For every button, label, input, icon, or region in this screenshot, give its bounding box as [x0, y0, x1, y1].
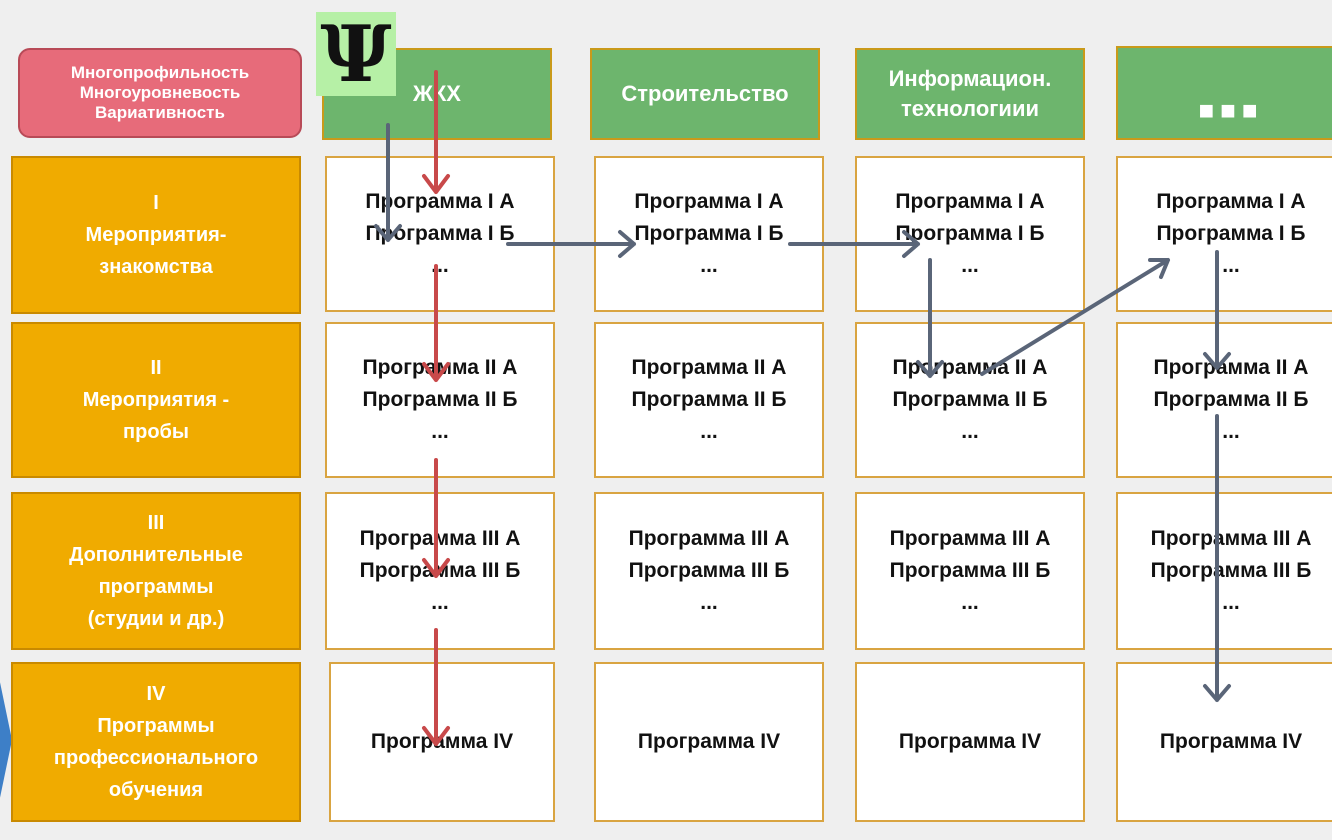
column-header-it: Информацион. технологиии	[855, 48, 1085, 140]
column-header-construction: Строительство	[590, 48, 820, 140]
program-name: Программа I А	[634, 190, 784, 213]
ellipsis: ...	[700, 254, 718, 277]
program-name: Программа III А	[628, 527, 790, 550]
ellipsis: ...	[700, 420, 718, 443]
principles-label: Многопрофильность Многоуровневость Вариа…	[18, 48, 302, 138]
gray-arrow	[506, 230, 636, 258]
program-cell: Программа II А Программа II Б ...	[855, 322, 1085, 478]
program-cell: Программа IV	[594, 662, 824, 822]
gray-arrow	[980, 258, 1170, 376]
red-trajectory	[422, 70, 450, 746]
program-name: Программа I А	[895, 190, 1045, 213]
program-cell: Программа IV	[329, 662, 555, 822]
row-header-text: программы	[98, 576, 214, 598]
program-name: Программа III Б	[1150, 559, 1312, 582]
program-cell: Программа III А Программа III Б ...	[1116, 492, 1332, 650]
ellipsis: ...	[1222, 254, 1240, 277]
row-header-numeral: II	[150, 357, 162, 379]
program-name: Программа I А	[365, 190, 515, 213]
program-cell: Программа I А Программа I Б ...	[855, 156, 1085, 312]
program-name: Программа II Б	[631, 388, 787, 411]
ellipsis: ...	[961, 591, 979, 614]
program-name: Программа IV	[898, 730, 1042, 753]
gray-arrow	[1203, 250, 1231, 370]
program-cell: Программа IV	[855, 662, 1085, 822]
program-name: Программа III Б	[889, 559, 1051, 582]
program-cell: Программа IV	[1116, 662, 1332, 822]
ellipsis: ...	[700, 591, 718, 614]
program-name: Программа II А	[631, 356, 787, 379]
column-header-label: технологиии	[901, 96, 1039, 121]
program-cell: Программа I А Программа I Б ...	[1116, 156, 1332, 312]
program-name: Программа III А	[1150, 527, 1312, 550]
gray-arrow	[788, 230, 920, 258]
program-cell: Программа II А Программа II Б ...	[1116, 322, 1332, 478]
principle-2: Многоуровневость	[79, 83, 241, 102]
program-name: Программа II А	[362, 356, 518, 379]
ellipsis: ...	[431, 591, 449, 614]
psi-logo: Ψ	[316, 9, 396, 100]
row-header-level-3: III Дополнительные программы (студии и д…	[11, 492, 301, 650]
row-header-text: профессионального	[53, 747, 259, 769]
program-name: Программа II А	[1153, 356, 1309, 379]
gray-arrow	[374, 123, 402, 242]
red-arrow	[422, 264, 450, 382]
row-header-level-2: II Мероприятия - пробы	[11, 322, 301, 478]
row-header-level-1: I Мероприятия- знакомства	[11, 156, 301, 314]
ellipsis: ...	[431, 420, 449, 443]
column-header-more: ■■■	[1116, 46, 1332, 140]
column-header-label: ■■■	[1198, 95, 1264, 125]
program-name: Программа IV	[1159, 730, 1303, 753]
psi-symbol: Ψ	[320, 8, 392, 100]
ellipsis: ...	[1222, 591, 1240, 614]
row-header-numeral: I	[153, 192, 159, 214]
row-header-text: Дополнительные	[69, 544, 243, 566]
row-header-text: Программы	[97, 715, 215, 737]
row-header-text: Мероприятия-	[85, 224, 227, 246]
program-cell: Программа III А Программа III Б ...	[855, 492, 1085, 650]
program-name: Программа II Б	[892, 388, 1048, 411]
program-name: Программа III Б	[628, 559, 790, 582]
program-cell: Программа I А Программа I Б ...	[325, 156, 555, 312]
program-name: Программа II Б	[1153, 388, 1309, 411]
gray-arrow	[916, 258, 944, 378]
gray-trajectory	[374, 123, 1231, 702]
program-name: Программа III А	[359, 527, 521, 550]
red-arrow	[422, 70, 450, 194]
row-header-level-4: IV Программы профессионального обучения	[11, 662, 301, 822]
row-header-numeral: III	[147, 512, 165, 534]
program-cell: Программа II А Программа II Б ...	[594, 322, 824, 478]
row-header-text: пробы	[123, 421, 189, 443]
ellipsis: ...	[1222, 420, 1240, 443]
column-header-label: Информацион.	[888, 66, 1052, 91]
program-name: Программа IV	[370, 730, 514, 753]
row-header-text: (студии и др.)	[87, 608, 225, 630]
gray-arrow	[1203, 414, 1231, 702]
column-header-label: Строительство	[621, 81, 789, 106]
trajectory-arrows	[374, 70, 1231, 746]
program-name: Программа I А	[1156, 190, 1306, 213]
program-cell: Программа III А Программа III Б ...	[594, 492, 824, 650]
program-cell: Программа II А Программа II Б ...	[325, 322, 555, 478]
row-header-text: обучения	[108, 779, 204, 801]
program-name: Программа I Б	[895, 222, 1045, 245]
principle-1: Многопрофильность	[70, 63, 250, 82]
principle-3: Вариативность	[95, 103, 225, 122]
program-name: Программа I Б	[634, 222, 784, 245]
program-name: Программа I Б	[1156, 222, 1306, 245]
ellipsis: ...	[961, 254, 979, 277]
red-arrow	[422, 628, 450, 746]
program-cell: Программа I А Программа I Б ...	[594, 156, 824, 312]
row-header-text: Мероприятия -	[82, 389, 230, 411]
program-name: Программа IV	[637, 730, 781, 753]
program-name: Программа I Б	[365, 222, 515, 245]
red-arrow	[422, 458, 450, 578]
ellipsis: ...	[961, 420, 979, 443]
row-header-text: знакомства	[99, 256, 213, 278]
program-name: Программа III А	[889, 527, 1051, 550]
row-header-numeral: IV	[146, 683, 166, 705]
program-name: Программа II Б	[362, 388, 518, 411]
